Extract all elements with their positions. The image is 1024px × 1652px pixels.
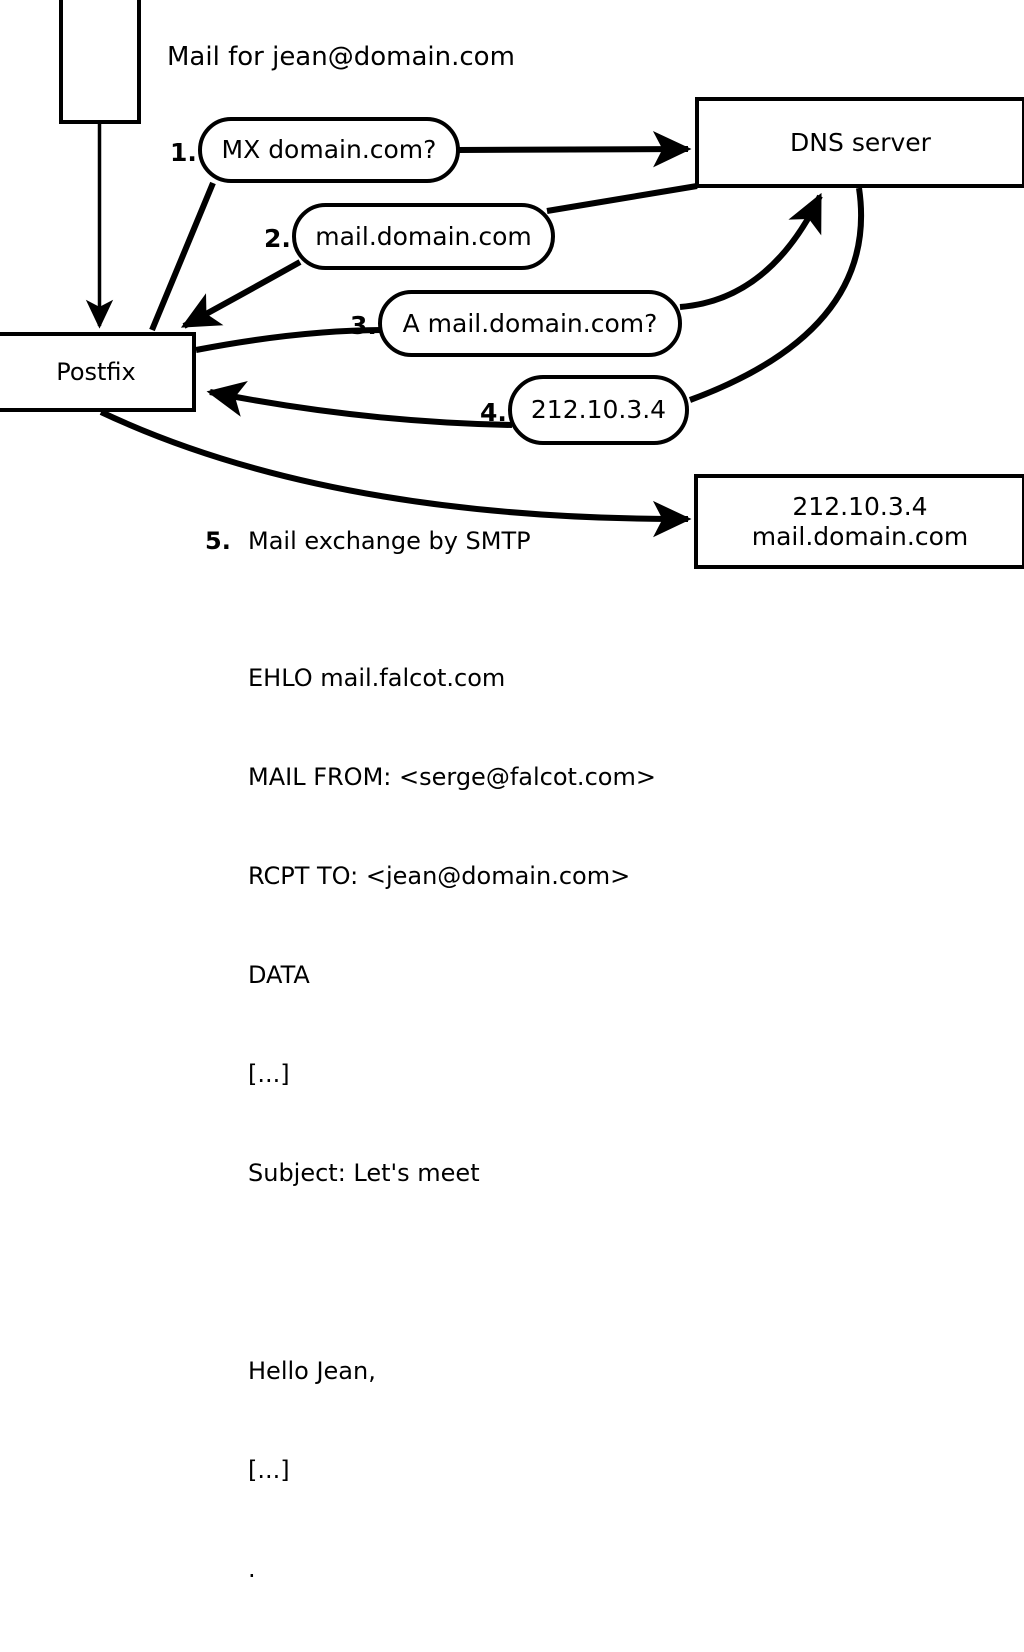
arrow-step4-to-postfix bbox=[206, 381, 513, 428]
step-3-number: 3. bbox=[350, 311, 377, 340]
step-4-bubble[interactable]: 212.10.3.4 bbox=[508, 375, 689, 445]
transcript-line: [...] bbox=[248, 1060, 290, 1088]
postfix-label: Postfix bbox=[56, 357, 136, 386]
step-3-bubble[interactable]: A mail.domain.com? bbox=[378, 290, 682, 357]
transcript-line: RCPT TO: <jean@domain.com> bbox=[248, 862, 631, 890]
transcript-line: EHLO mail.falcot.com bbox=[248, 664, 506, 692]
transcript-line: MAIL FROM: <serge@falcot.com> bbox=[248, 763, 656, 791]
link-postfix-to-step1 bbox=[149, 181, 216, 332]
page-title: Mail for jean@domain.com bbox=[167, 42, 515, 72]
step-1-label: MX domain.com? bbox=[221, 135, 437, 165]
mail-client-box[interactable] bbox=[59, 0, 141, 124]
step-5-label: Mail exchange by SMTP bbox=[248, 527, 531, 555]
dns-server-node[interactable]: DNS server bbox=[695, 97, 1024, 188]
step-2-label: mail.domain.com bbox=[315, 221, 532, 251]
mail-server-ip: 212.10.3.4 bbox=[792, 492, 928, 521]
step-2-number: 2. bbox=[264, 224, 291, 253]
dns-server-label: DNS server bbox=[790, 127, 931, 157]
step-3-label: A mail.domain.com? bbox=[402, 308, 658, 338]
step-4-label: 212.10.3.4 bbox=[530, 395, 667, 425]
step-5-number: 5. bbox=[205, 527, 231, 555]
postfix-node[interactable]: Postfix bbox=[0, 332, 196, 412]
arrow-step1-to-dns bbox=[457, 130, 692, 168]
transcript-line: Subject: Let's meet bbox=[248, 1159, 480, 1187]
step-4-number: 4. bbox=[480, 398, 507, 427]
step-1-number: 1. bbox=[170, 138, 197, 167]
transcript-line bbox=[248, 1256, 656, 1289]
mail-server-node[interactable]: 212.10.3.4 mail.domain.com bbox=[694, 474, 1024, 569]
link-dns-to-step4 bbox=[688, 187, 865, 403]
smtp-transcript: EHLO mail.falcot.com MAIL FROM: <serge@f… bbox=[248, 596, 656, 1652]
transcript-line: DATA bbox=[248, 961, 310, 989]
transcript-line: Hello Jean, bbox=[248, 1357, 376, 1385]
link-dns-to-step2 bbox=[546, 183, 698, 214]
step-2-bubble[interactable]: mail.domain.com bbox=[292, 203, 555, 270]
arrow-step2-to-postfix bbox=[180, 259, 302, 329]
arrow-step3-to-dns bbox=[679, 192, 823, 310]
transcript-line: [...] bbox=[248, 1456, 290, 1484]
mail-server-hostname: mail.domain.com bbox=[751, 521, 969, 551]
step-1-bubble[interactable]: MX domain.com? bbox=[198, 117, 460, 183]
transcript-line: . bbox=[248, 1555, 256, 1583]
diagram-canvas: Postfix DNS server 212.10.3.4 mail.domai… bbox=[0, 0, 1024, 1583]
